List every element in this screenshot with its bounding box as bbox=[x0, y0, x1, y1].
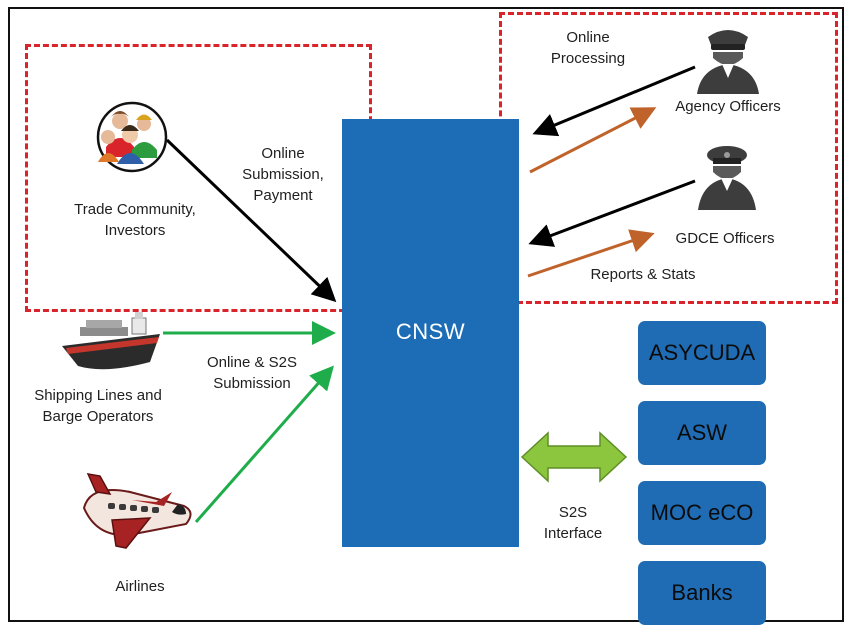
label-trade-community: Trade Community, Investors bbox=[55, 199, 215, 241]
system-asycuda: ASYCUDA bbox=[638, 321, 766, 385]
arrow-trade-to-cnsw bbox=[165, 138, 337, 303]
label-shipping-lines: Shipping Lines and Barge Operators bbox=[18, 385, 178, 427]
label-online-s2s-line1: Online & S2S bbox=[206, 354, 298, 371]
label-trade-line1: Trade Community, bbox=[74, 201, 196, 218]
label-online-submission: Online Submission, Payment bbox=[228, 143, 338, 206]
label-trade-line2: Investors bbox=[104, 222, 166, 239]
label-online-processing-line2: Processing bbox=[550, 50, 626, 67]
cnsw-block: CNSW bbox=[342, 119, 519, 547]
label-online-processing-line1: Online bbox=[566, 29, 610, 46]
label-online-s2s: Online & S2S Submission bbox=[192, 352, 312, 394]
label-s2s-interface: S2S Interface bbox=[528, 502, 618, 544]
label-agency-officers: Agency Officers bbox=[675, 98, 781, 115]
label-airlines: Airlines bbox=[115, 578, 165, 595]
system-asw: ASW bbox=[638, 401, 766, 465]
label-online-submission-line2: Submission, bbox=[242, 166, 324, 183]
label-reports-stats: Reports & Stats bbox=[590, 266, 696, 283]
arrow-cnsw-to-agency bbox=[529, 107, 657, 174]
airplane-icon bbox=[82, 473, 192, 549]
arrow-gdce-to-cnsw bbox=[528, 179, 696, 247]
police-officer-icon bbox=[697, 30, 759, 94]
cnsw-label: CNSW bbox=[395, 319, 466, 344]
label-online-submission-line1: Online bbox=[261, 145, 305, 162]
people-group-icon bbox=[96, 101, 168, 173]
s2s-double-arrow bbox=[520, 431, 628, 483]
arrow-agency-to-cnsw bbox=[532, 65, 696, 137]
label-shipping-line2: Barge Operators bbox=[42, 408, 154, 425]
system-moc-eco: MOC eCO bbox=[638, 481, 766, 545]
label-gdce-officers: GDCE Officers bbox=[675, 230, 775, 247]
system-banks: Banks bbox=[638, 561, 766, 625]
label-online-s2s-line2: Submission bbox=[213, 375, 291, 392]
label-online-processing: Online Processing bbox=[538, 27, 638, 69]
cargo-ship-icon bbox=[62, 312, 160, 370]
label-s2s-line1: S2S bbox=[558, 504, 588, 521]
arrow-airlines-to-cnsw bbox=[194, 365, 334, 523]
label-s2s-line2: Interface bbox=[543, 525, 603, 542]
military-officer-icon bbox=[698, 146, 756, 210]
label-shipping-line1: Shipping Lines and bbox=[34, 387, 162, 404]
label-online-submission-line3: Payment bbox=[253, 187, 313, 204]
arrow-cnsw-to-gdce bbox=[527, 229, 655, 278]
